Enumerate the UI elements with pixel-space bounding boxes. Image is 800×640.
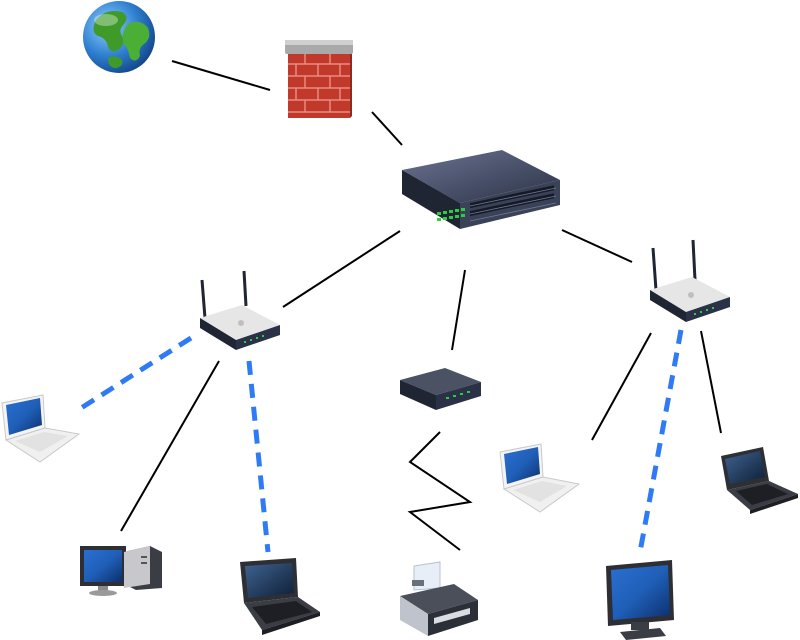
link-router-left-laptop (76, 335, 193, 413)
link-modem-printer (407, 431, 473, 551)
modem-icon (400, 368, 481, 410)
wireless-router-icon (650, 239, 730, 322)
desktop-computer-icon (80, 546, 162, 596)
globe-icon (83, 1, 155, 73)
wireless-router-icon (200, 270, 280, 350)
dark-laptop-icon (721, 447, 798, 514)
link-internet-firewall (171, 60, 271, 91)
link-router-left-dark-laptop (246, 360, 271, 553)
links-layer (76, 60, 722, 553)
monitor-icon (606, 560, 674, 640)
link-router-right-monitor (637, 329, 684, 553)
printer-icon (400, 561, 478, 636)
network-switch-icon (402, 150, 560, 229)
link-firewall-switch (371, 111, 403, 146)
link-switch-router-left (282, 230, 401, 308)
white-laptop-icon (1, 394, 81, 463)
firewall-icon (285, 40, 353, 118)
link-router-right-laptop-dark (700, 330, 722, 434)
link-switch-router-right (561, 229, 633, 263)
dark-laptop-icon (240, 558, 320, 635)
link-router-left-desktop (120, 360, 220, 532)
white-laptop-icon (499, 443, 581, 513)
link-switch-modem (451, 269, 466, 351)
link-router-right-laptop-white (591, 332, 652, 441)
